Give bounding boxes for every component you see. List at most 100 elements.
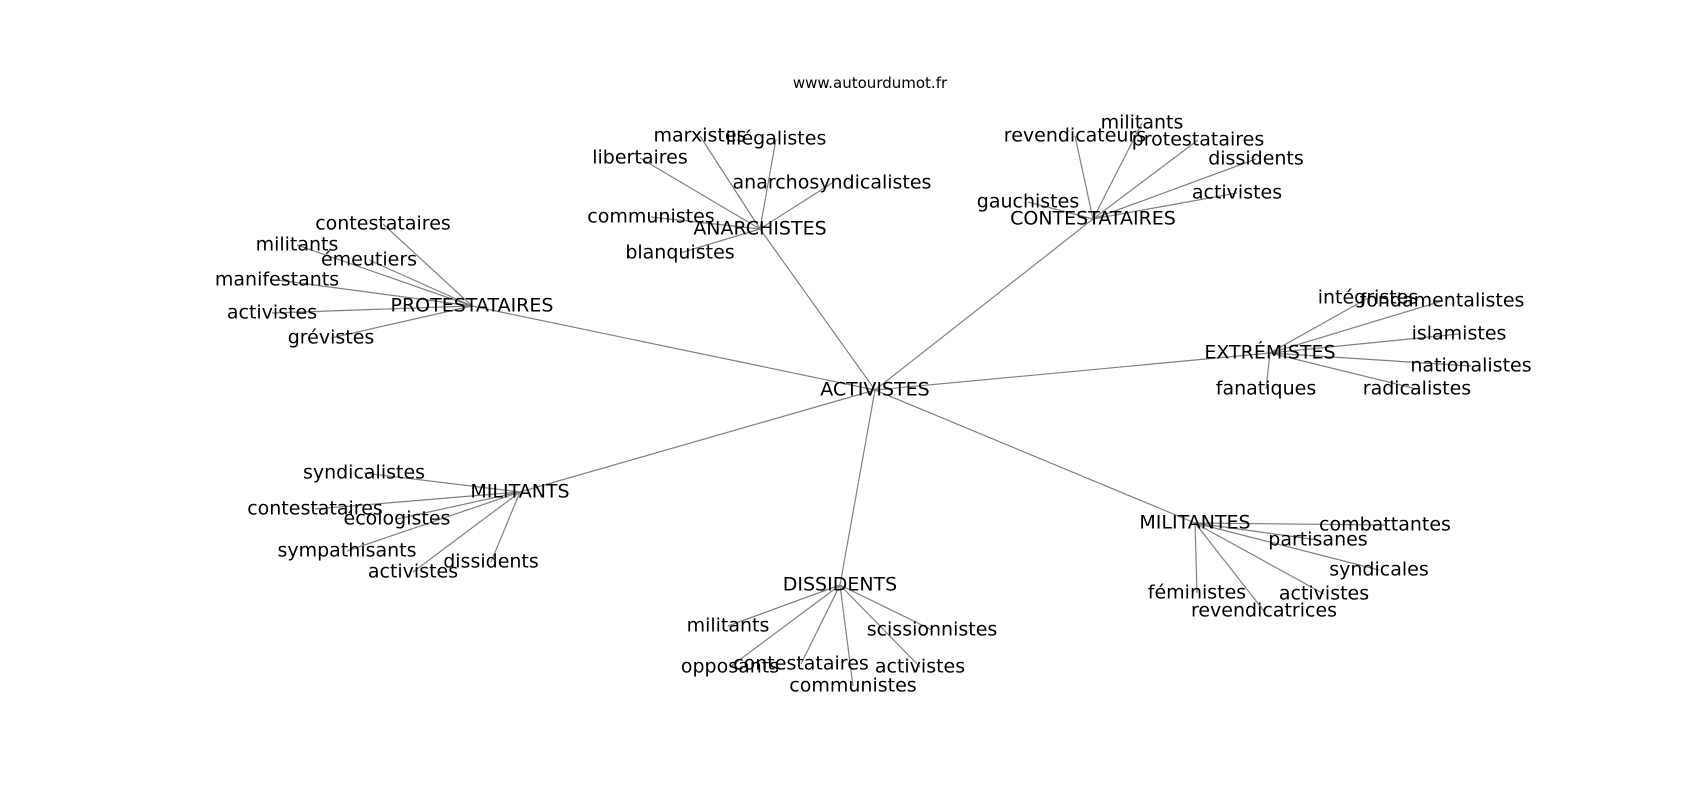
leaf-node-3-3[interactable]: nationalistes [1410,355,1531,377]
edge-root-anarchistes [759,228,876,391]
leaf-node-2-5[interactable]: grévistes [288,327,375,349]
edge-root-militants [519,389,876,493]
leaf-node-1-3[interactable]: dissidents [1208,148,1304,170]
edge-dissidents-5 [839,584,854,687]
leaf-node-1-4[interactable]: gauchistes [977,191,1079,213]
edge-extrémistes-2 [1269,333,1460,354]
leaf-node-6-4[interactable]: activistes [875,656,965,678]
edge-militantes-0 [1194,522,1386,526]
leaf-node-3-1[interactable]: fondamentalistes [1360,290,1525,312]
root-node-label[interactable]: ACTIVISTES [820,379,929,401]
edge-militantes-1 [1194,522,1319,541]
leaf-node-4-2[interactable]: écologistes [344,508,451,530]
edge-protestataires-2 [368,259,473,307]
edge-root-contestataires [874,218,1094,391]
leaf-node-2-0[interactable]: contestataires [315,213,451,235]
edge-extrémistes-3 [1269,352,1472,367]
edge-anarchistes-1 [759,138,777,230]
edge-dissidents-4 [839,584,921,668]
leaf-node-1-0[interactable]: militants [1101,112,1184,134]
leaf-node-6-2[interactable]: opposants [681,656,779,678]
leaf-node-0-5[interactable]: blanquistes [625,242,734,264]
group-node-2[interactable]: PROTESTATAIRES [391,295,554,317]
leaf-node-4-5[interactable]: dissidents [443,551,539,573]
leaf-node-3-5[interactable]: radicalistes [1363,378,1471,400]
edge-anarchistes-3 [759,182,833,230]
edge-extrémistes-4 [1265,352,1271,390]
edge-protestataires-5 [330,305,473,339]
edge-protestataires-3 [276,279,473,307]
leaf-node-4-1[interactable]: contestataires [247,498,383,520]
edge-militants-4 [412,491,521,573]
edge-extrémistes-0 [1269,297,1369,354]
edge-militants-5 [490,491,521,563]
edge-dissidents-3 [800,584,841,665]
leaf-node-3-4[interactable]: fanatiques [1216,378,1316,400]
leaf-node-1-2[interactable]: protestataires [1132,129,1265,151]
leaf-node-5-5[interactable]: revendicatrices [1191,600,1337,622]
edge-militantes-4 [1194,522,1325,595]
leaf-node-3-0[interactable]: intégristes [1318,287,1419,309]
leaf-node-5-1[interactable]: partisanes [1268,529,1367,551]
edge-anarchistes-4 [650,216,761,230]
leaf-node-2-4[interactable]: activistes [227,302,317,324]
leaf-node-5-2[interactable]: syndicales [1329,559,1428,581]
leaf-node-2-1[interactable]: militants [256,234,339,256]
leaf-node-4-3[interactable]: sympathisants [277,540,416,562]
edge-militantes-2 [1194,522,1380,571]
edge-anarchistes-2 [639,157,761,230]
leaf-node-6-1[interactable]: scissionnistes [867,619,998,641]
edge-dissidents-2 [729,584,841,668]
leaf-node-1-5[interactable]: activistes [1192,182,1282,204]
edge-root-extrémistes [874,352,1271,391]
group-node-4[interactable]: MILITANTS [470,481,569,503]
leaf-node-0-2[interactable]: libertaires [592,147,687,169]
edge-contestataires-0 [1092,122,1143,220]
edge-extrémistes-5 [1269,352,1418,390]
edge-militants-3 [346,491,521,552]
leaf-node-4-0[interactable]: syndicalistes [303,462,425,484]
leaf-node-5-3[interactable]: féministes [1148,582,1246,604]
leaf-node-6-0[interactable]: militants [687,615,770,637]
graph-edges [271,122,1472,687]
edge-militants-2 [396,491,521,520]
leaf-node-1-1[interactable]: revendicateurs [1004,125,1146,147]
edge-anarchistes-0 [699,135,761,230]
site-url-label: www.autourdumot.fr [793,74,948,92]
edge-root-dissidents [839,389,876,586]
leaf-node-3-2[interactable]: islamistes [1412,323,1507,345]
edge-contestataires-4 [1027,201,1094,220]
edge-protestataires-4 [271,305,473,314]
leaf-node-5-4[interactable]: activistes [1279,583,1369,605]
group-node-5[interactable]: MILITANTES [1139,512,1250,534]
group-node-6[interactable]: DISSIDENTS [783,574,897,596]
group-node-3[interactable]: EXTRÉMISTES [1204,341,1335,364]
leaf-node-0-4[interactable]: communistes [587,206,714,228]
edge-protestataires-1 [296,244,473,307]
edge-contestataires-2 [1092,139,1199,220]
edge-contestataires-1 [1074,135,1094,220]
leaf-node-5-0[interactable]: combattantes [1319,514,1451,536]
edge-militants-0 [363,472,521,493]
edge-militants-1 [314,491,521,510]
leaf-node-0-1[interactable]: illégalistes [726,128,827,150]
leaf-node-0-3[interactable]: anarchosyndicalistes [733,172,932,194]
edge-militantes-3 [1194,522,1198,594]
edge-anarchistes-5 [679,228,761,254]
leaf-node-2-2[interactable]: émeutiers [321,249,417,271]
leaf-node-2-3[interactable]: manifestants [215,269,339,291]
leaf-node-6-5[interactable]: communistes [789,675,916,697]
leaf-node-6-3[interactable]: contestataires [733,653,869,675]
leaf-node-0-0[interactable]: marxistes [654,125,747,147]
group-node-0[interactable]: ANARCHISTES [693,218,826,240]
edge-dissidents-1 [839,584,933,631]
graph-labels: ACTIVISTES ANARCHISTES marxistesillégalist… [215,112,1532,697]
edge-root-militantes [874,389,1196,524]
group-node-1[interactable]: CONTESTATAIRES [1010,208,1176,230]
edge-contestataires-3 [1092,158,1257,220]
edge-root-protestataires [471,305,876,391]
leaf-node-4-4[interactable]: activistes [368,561,458,583]
edge-contestataires-5 [1092,192,1238,220]
edge-dissidents-0 [727,584,841,627]
